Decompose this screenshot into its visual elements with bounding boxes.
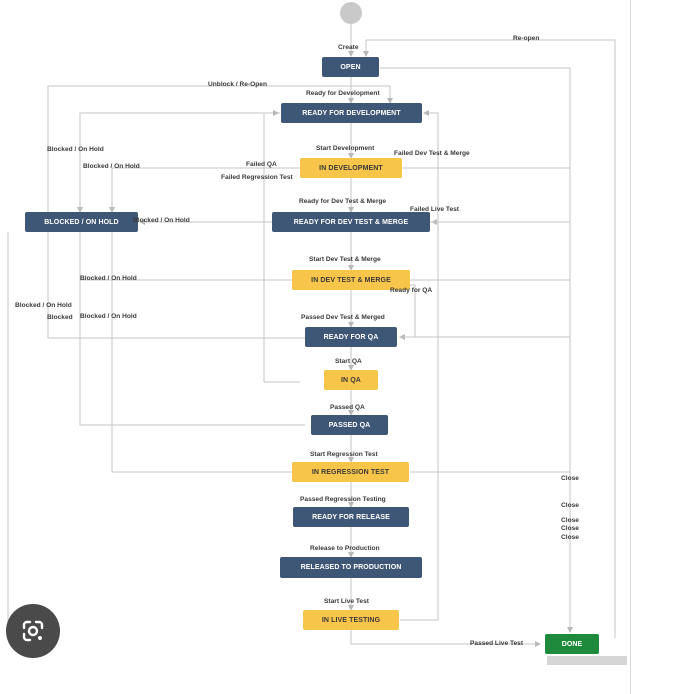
transition-start-live-test: Start Live Test	[324, 598, 369, 605]
transition-start-development: Start Development	[316, 145, 375, 152]
status-open: OPEN	[322, 57, 379, 77]
status-in-live-testing: IN LIVE TESTING	[303, 610, 399, 630]
status-done: DONE	[545, 634, 599, 654]
transition-close-5: Close	[561, 534, 579, 541]
lens-glyph	[22, 620, 44, 642]
transition-ready-for-qa: Ready for QA	[390, 287, 433, 294]
transition-close-4: Close	[561, 525, 579, 532]
transition-release-to-production: Release to Production	[310, 545, 380, 552]
transition-blocked-on-hold-1: Blocked / On Hold	[47, 146, 104, 153]
transition-blocked-on-hold-3: Blocked / On Hold	[133, 217, 190, 224]
start-node	[340, 2, 362, 24]
status-ready-for-development: READY FOR DEVELOPMENT	[281, 103, 422, 123]
status-in-regression-test: IN REGRESSION TEST	[292, 462, 409, 482]
status-released-to-production: RELEASED TO PRODUCTION	[280, 557, 422, 578]
status-in-dev-test-merge: IN DEV TEST & MERGE	[292, 270, 410, 290]
transition-blocked: Blocked	[47, 314, 73, 321]
transition-failed-live-test: Failed Live Test	[410, 206, 459, 213]
status-passed-qa: PASSED QA	[311, 415, 388, 435]
transition-failed-qa: Failed QA	[246, 161, 277, 168]
status-ready-for-qa: READY FOR QA	[305, 327, 397, 347]
status-ready-for-release: READY FOR RELEASE	[293, 507, 409, 527]
transition-blocked-on-hold-6: Blocked / On Hold	[80, 313, 137, 320]
transition-close-2: Close	[561, 502, 579, 509]
transition-blocked-on-hold-2: Blocked / On Hold	[83, 163, 140, 170]
status-ready-for-dev-test-merge: READY FOR DEV TEST & MERGE	[272, 212, 430, 232]
transition-passed-live-test: Passed Live Test	[470, 640, 524, 647]
transition-ready-for-dev-test-merge: Ready for Dev Test & Merge	[299, 198, 387, 205]
google-lens-icon[interactable]	[6, 604, 60, 658]
transition-failed-dev-test-merge: Failed Dev Test & Merge	[394, 150, 470, 157]
transition-passed-qa: Passed QA	[330, 404, 365, 411]
transition-blocked-on-hold-4: Blocked / On Hold	[80, 275, 137, 282]
transition-close-3: Close	[561, 517, 579, 524]
status-blocked-on-hold: BLOCKED / ON HOLD	[25, 212, 138, 232]
transition-close-1: Close	[561, 475, 579, 482]
transition-blocked-on-hold-5: Blocked / On Hold	[15, 302, 72, 309]
transition-ready-for-development: Ready for Development	[306, 90, 380, 97]
transition-failed-regression-test: Failed Regression Test	[221, 174, 293, 181]
transition-create: Create	[338, 44, 359, 51]
transition-reopen: Re-open	[513, 35, 540, 42]
transition-start-qa: Start QA	[335, 358, 362, 365]
transition-passed-dev-test-merged: Passed Dev Test & Merged	[301, 314, 385, 321]
transition-start-regression-test: Start Regression Test	[310, 451, 378, 458]
transition-passed-regression-testing: Passed Regression Testing	[300, 496, 386, 503]
done-underbar	[547, 656, 627, 665]
status-in-development: IN DEVELOPMENT	[300, 158, 402, 178]
transition-start-dev-test-merge: Start Dev Test & Merge	[309, 256, 381, 263]
frame-divider	[630, 0, 631, 694]
transition-unblock-reopen: Unblock / Re-Open	[208, 81, 267, 88]
status-in-qa: IN QA	[324, 370, 378, 390]
